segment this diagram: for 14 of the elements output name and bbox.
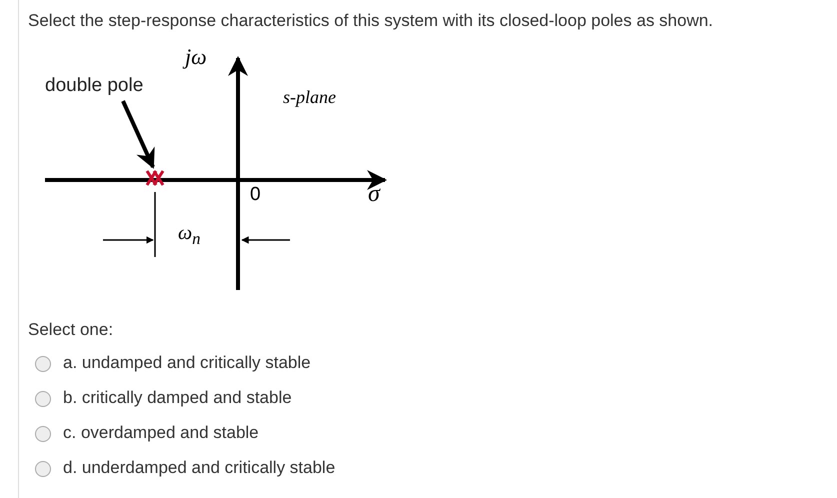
option-text: a. undamped and critically stable (63, 353, 311, 373)
plane-label: s-plane (283, 87, 336, 108)
prompt-text: Select one: (28, 320, 114, 340)
pole-marker (145, 169, 167, 187)
leader-arrow (121, 100, 155, 169)
axis-label: σ (368, 181, 380, 208)
option-text: c. overdamped and stable (63, 423, 259, 443)
annotation-label: double pole (45, 75, 144, 97)
dimension-label: ω$_{n}$ (178, 222, 200, 249)
origin-label: 0 (250, 184, 261, 206)
axis-label: jω (185, 44, 207, 70)
option-text: d. underdamped and critically stable (63, 458, 336, 478)
option-text: b. critically damped and stable (63, 388, 292, 408)
question-text: Select the step-response characteristics of this system with its closed-loop poles as shown. (28, 11, 714, 31)
